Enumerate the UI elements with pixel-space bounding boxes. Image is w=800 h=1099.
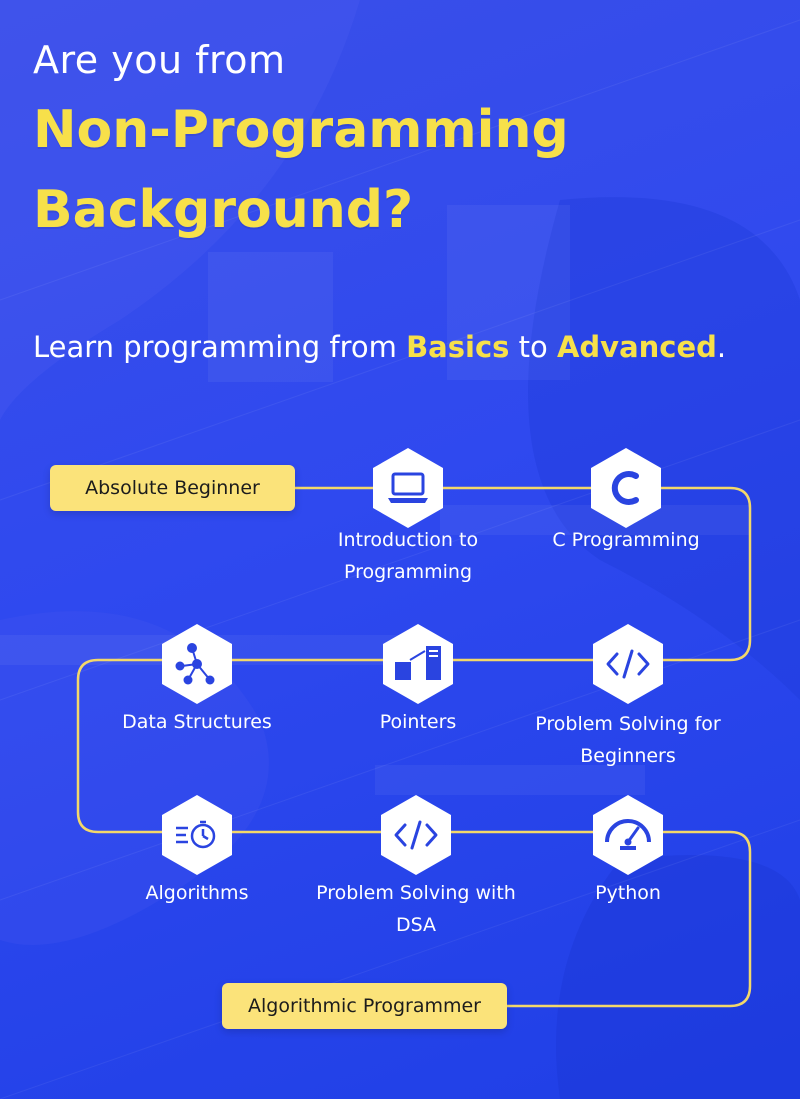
step-pointers-label-line1: Pointers: [379, 711, 457, 733]
step-ps-dsa-node: [381, 795, 451, 875]
step-algorithms-label: Algorithms: [77, 877, 317, 909]
step-ps-beginners-label: Problem Solving for Beginners: [508, 708, 748, 772]
step-ps-beginners-label-line1: Problem Solving for: [535, 713, 721, 735]
step-algorithms-node: [162, 795, 232, 875]
step-python-label-line1: Python: [595, 882, 661, 904]
subtitle-prefix: Learn programming from: [33, 330, 407, 364]
speedometer-icon: [593, 795, 663, 875]
step-c-label: C Programming: [506, 524, 746, 556]
step-ps-dsa-label-line1: Problem Solving with: [316, 882, 516, 904]
stopwatch-list-icon: [162, 795, 232, 875]
end-tag-label: Algorithmic Programmer: [248, 995, 481, 1017]
subtitle-highlight-advanced: Advanced: [556, 330, 717, 364]
step-ds-label-line1: Data Structures: [122, 711, 272, 733]
step-ps-dsa-label: Problem Solving with DSA: [296, 877, 536, 941]
step-intro-label: Introduction to Programming: [288, 524, 528, 588]
step-pointers-node: [383, 624, 453, 704]
step-ps-beginners-node: [593, 624, 663, 704]
step-c-node: [591, 448, 661, 528]
tree-structure-icon: [162, 624, 232, 704]
step-intro-node: [373, 448, 443, 528]
step-intro-label-line2: Programming: [343, 561, 473, 583]
subtitle-middle: to: [509, 330, 557, 364]
start-tag-label: Absolute Beginner: [85, 477, 260, 499]
step-python-node: [593, 795, 663, 875]
headline-main-line2: Background?: [33, 180, 414, 240]
subtitle: Learn programming from Basics to Advance…: [33, 330, 726, 364]
step-algorithms-label-line1: Algorithms: [145, 882, 249, 904]
laptop-icon: [373, 448, 443, 528]
code-brackets-icon: [593, 624, 663, 704]
start-tag: Absolute Beginner: [50, 465, 295, 511]
c-letter-icon: [591, 448, 661, 528]
step-ps-dsa-label-line2: DSA: [395, 914, 437, 936]
step-python-label: Python: [508, 877, 748, 909]
step-intro-label-line1: Introduction to: [337, 529, 479, 551]
end-tag: Algorithmic Programmer: [222, 983, 507, 1029]
subtitle-highlight-basics: Basics: [406, 330, 510, 364]
headline-main-line1: Non-Programming: [33, 100, 569, 160]
step-ds-label: Data Structures: [77, 706, 317, 738]
subtitle-suffix: .: [716, 330, 727, 364]
headline-intro: Are you from: [33, 38, 286, 82]
step-c-label-line1: C Programming: [552, 529, 700, 551]
step-ps-beginners-label-line2: Beginners: [580, 745, 676, 767]
step-pointers-label: Pointers: [298, 706, 538, 738]
step-ds-node: [162, 624, 232, 704]
pointer-memory-icon: [383, 624, 453, 704]
code-brackets-icon: [381, 795, 451, 875]
